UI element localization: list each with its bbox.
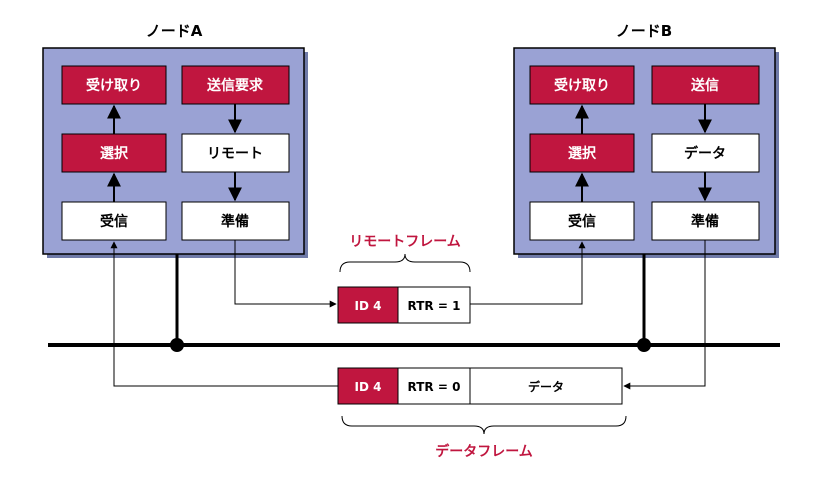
- data-frame-caption: データフレーム: [435, 443, 533, 460]
- node-a-prepare-to-remote-frame-arrow: [234, 240, 337, 308]
- node-b-receive-label: 受信: [568, 213, 596, 230]
- node-a-receive-take-label: 受け取り: [86, 77, 142, 94]
- node-b-select-label: 選択: [568, 145, 597, 162]
- data-frame: ID 4 RTR = 0 データ データフレーム: [337, 367, 627, 460]
- node-b-send-box: 送信: [651, 65, 760, 105]
- node-b-data-box: データ: [651, 133, 760, 173]
- node-a-remote-label: リモート: [207, 146, 263, 162]
- node-a-receive-take-box: 受け取り: [61, 65, 167, 105]
- node-a-receive-box: 受信: [61, 201, 167, 241]
- node-b-prepare-box: 準備: [651, 201, 760, 241]
- node-a-select-box: 選択: [61, 133, 167, 173]
- node-b-prepare-label: 準備: [691, 213, 719, 230]
- remote-frame-id: ID 4: [355, 299, 382, 313]
- node-b-prepare-to-data-frame-arrow: [623, 240, 706, 390]
- node-b-receive-take-label: 受け取り: [554, 77, 610, 94]
- node-a-select-label: 選択: [100, 145, 129, 162]
- node-b-send-label: 送信: [690, 77, 719, 94]
- node-b-receive-take-box: 受け取り: [529, 65, 635, 105]
- node-a-bus-junction: [170, 338, 184, 352]
- node-a-prepare-box: 準備: [181, 201, 290, 241]
- node-a-send-request-box: 送信要求: [181, 65, 290, 105]
- data-frame-rtr: RTR = 0: [408, 380, 461, 394]
- node-a-send-request-label: 送信要求: [206, 77, 264, 94]
- node-a: ノードA 受け取り 送信要求 選択 リモート 受信 準備: [42, 22, 308, 258]
- node-b-receive-box: 受信: [529, 201, 635, 241]
- node-b-title: ノードB: [616, 22, 672, 40]
- node-b-data-label: データ: [684, 145, 726, 162]
- node-a-title: ノードA: [146, 22, 203, 40]
- remote-frame-to-node-b-receive-arrow: [470, 241, 586, 305]
- data-frame-brace: [341, 415, 627, 435]
- remote-frame: リモートフレーム ID 4 RTR = 1: [337, 234, 471, 324]
- remote-frame-caption: リモートフレーム: [349, 234, 461, 250]
- node-a-receive-label: 受信: [100, 213, 128, 230]
- remote-frame-rtr: RTR = 1: [408, 299, 461, 313]
- data-frame-data: データ: [528, 379, 564, 394]
- node-b: ノードB 受け取り 送信 選択 データ 受信 準備: [513, 22, 779, 258]
- data-frame-id: ID 4: [355, 380, 382, 394]
- remote-frame-brace: [339, 253, 471, 273]
- node-b-select-box: 選択: [529, 133, 635, 173]
- data-frame-to-node-a-receive-arrow: [110, 241, 338, 387]
- node-b-bus-junction: [637, 338, 651, 352]
- node-a-remote-box: リモート: [181, 133, 290, 173]
- node-a-prepare-label: 準備: [221, 213, 249, 230]
